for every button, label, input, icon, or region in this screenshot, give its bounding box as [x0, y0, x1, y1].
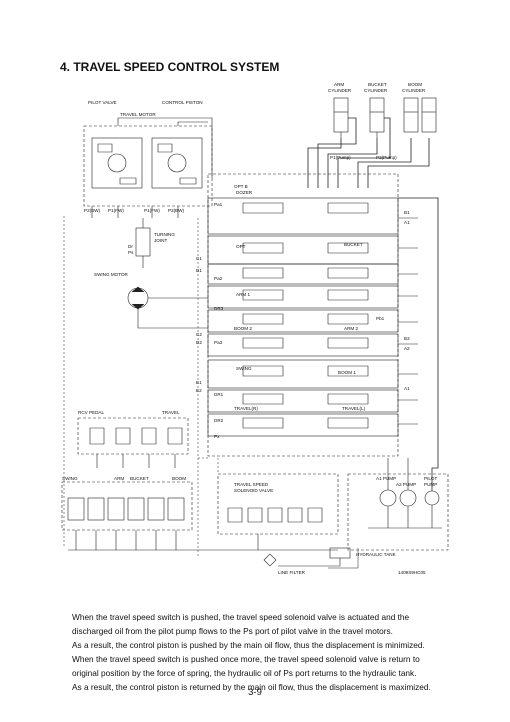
- label-hydraulic-tank: HYDRAULIC TANK: [356, 552, 397, 557]
- label-opt: OPT: [236, 244, 246, 249]
- label-pa2: Pa2: [214, 276, 223, 281]
- label-p1-pump: P1(Pump): [330, 155, 351, 160]
- paragraph-line: discharged oil from the pilot pump flows…: [72, 626, 393, 636]
- label-ts-valve: TRAVEL SPEED: [234, 482, 269, 487]
- label-p1-fw-right: P1(FW): [144, 208, 160, 213]
- label-turning-joint: TURNING: [154, 232, 175, 237]
- label-dr1: DR1: [214, 392, 224, 397]
- rcv-pedal: [77, 417, 189, 468]
- label-dozer: DOZER: [236, 190, 253, 195]
- label-boom-cylinder: BOOM: [408, 82, 422, 87]
- label-c1: C1: [196, 256, 202, 261]
- label-travel-motor: TRAVEL MOTOR: [120, 112, 156, 117]
- label-dr2: DR2: [214, 418, 224, 423]
- label-a2-pump: A2 PUMP: [396, 482, 416, 487]
- label-e1: E1: [196, 380, 202, 385]
- label-d1: D1: [196, 268, 202, 273]
- label-pa1: Pa1: [214, 202, 223, 207]
- label-bucket-cylinder-2: CYLINDER: [364, 88, 388, 93]
- label-travel: TRAVEL: [162, 410, 180, 415]
- label-ts-valve-2: SOLENOID VALVE: [234, 488, 273, 493]
- label-p2-pump: P2(Pump): [376, 155, 397, 160]
- label-ps: Ps: [128, 250, 134, 255]
- label-swing: SWING: [62, 476, 78, 481]
- paragraph-line: When the travel speed switch is pushed o…: [72, 654, 420, 664]
- label-boom-cylinder-2: CYLINDER: [402, 88, 426, 93]
- label-turning-joint-2: JOINT: [154, 238, 167, 243]
- label-arm2: ARM 2: [344, 326, 358, 331]
- label-boom2: BOOM 2: [234, 326, 252, 331]
- label-swing-motor: SWING MOTOR: [94, 272, 129, 277]
- label-boom: BOOM: [172, 476, 186, 481]
- label-px: Px: [214, 434, 220, 439]
- label-boom1: BOOM 1: [338, 370, 356, 375]
- section-title: 4. TRAVEL SPEED CONTROL SYSTEM: [60, 60, 280, 74]
- label-bucket: BUCKET: [130, 476, 149, 481]
- label-e2: E2: [196, 388, 202, 393]
- label-bucket-cylinder: BUCKET: [368, 82, 387, 87]
- hydraulic-tank: [278, 547, 351, 567]
- bucket-cylinder: [369, 97, 385, 138]
- rcv-lever: [61, 481, 208, 551]
- arm-cylinder: [333, 97, 349, 138]
- label-a1-top: A1: [404, 220, 410, 225]
- label-rcv-pedal: RCV PEDAL: [78, 410, 104, 415]
- paragraph-line: When the travel speed switch is pushed, …: [72, 612, 410, 622]
- label-a1-pump: A1 PUMP: [376, 476, 396, 481]
- label-pilot-pump: PILOT: [424, 476, 437, 481]
- label-pb1: Pb1: [376, 316, 385, 321]
- swing-motor: [127, 286, 208, 329]
- label-arm1: ARM 1: [236, 292, 250, 297]
- label-c2: C2: [196, 332, 202, 337]
- label-swing-section: SWING: [236, 366, 252, 371]
- label-bucket-section: BUCKET: [344, 242, 363, 247]
- boom-cylinder: [403, 97, 437, 133]
- hydraulic-circuit-diagram: ARM CYLINDER BUCKET CYLINDER BOOM CYLIND…: [58, 78, 458, 578]
- label-arm: ARM: [114, 476, 124, 481]
- label-opt-b: OPT B: [234, 184, 248, 189]
- label-arm-cylinder-2: CYLINDER: [328, 88, 352, 93]
- travel-speed-solenoid-valve: [208, 473, 339, 551]
- label-a2: A2: [404, 346, 410, 351]
- label-travel-l: TRAVEL(L): [342, 406, 366, 411]
- pumps: [347, 197, 449, 551]
- main-control-valve: [207, 173, 418, 457]
- label-pilot-pump-2: PUMP: [424, 482, 437, 487]
- label-pilot-valve: PILOT VALVE: [88, 100, 117, 105]
- paragraph-line: original position by the force of spring…: [72, 668, 417, 678]
- label-p2-bw-right: P2(BW): [168, 208, 185, 213]
- label-control-piston: CONTROL PISTON: [162, 100, 203, 105]
- page-number: 3-9: [248, 687, 262, 698]
- label-a1-bottom: A1: [404, 386, 410, 391]
- description-text: When the travel speed switch is pushed, …: [72, 610, 452, 694]
- label-line-filter: LINE FILTER: [278, 570, 306, 575]
- paragraph-line: As a result, the control piston is pushe…: [72, 640, 425, 650]
- label-p2-bw-left: P2(BW): [84, 208, 101, 213]
- label-dr3: DR3: [214, 306, 224, 311]
- label-d2: D2: [196, 340, 202, 345]
- turning-joint: [135, 218, 151, 268]
- label-b2: B2: [404, 336, 410, 341]
- line-filter: [263, 553, 277, 567]
- label-pa3: Pa3: [214, 340, 223, 345]
- travel-motor-group: [83, 117, 213, 218]
- label-dr: Dr: [128, 244, 133, 249]
- label-arm-cylinder: ARM: [334, 82, 344, 87]
- label-drawing-code: 1409S9HC05: [398, 570, 426, 575]
- label-b1: B1: [404, 210, 410, 215]
- paragraph-line: As a result, the control piston is retur…: [72, 682, 431, 692]
- label-travel-r: TRAVEL(R): [234, 406, 258, 411]
- label-p1-fw-left: P1(FW): [108, 208, 124, 213]
